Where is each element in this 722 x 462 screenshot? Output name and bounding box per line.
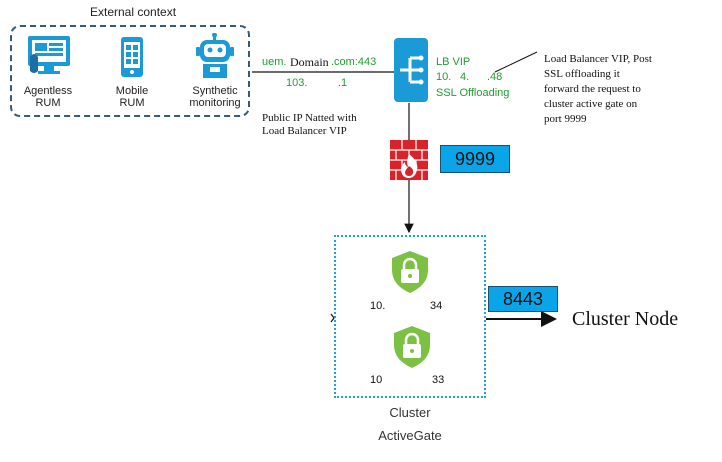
robot-icon [196, 33, 234, 78]
external-context-box [10, 25, 250, 117]
lb-ip-part2: 4. [460, 71, 470, 83]
lb-note: Load Balancer VIP, Post SSL offloading i… [544, 53, 652, 125]
public-ip-start: 103. [286, 77, 308, 89]
public-ip-note: Public IP Natted with Load Balancer VIP [262, 112, 357, 137]
domain-prefix: uem. [262, 56, 287, 68]
external-context-title: External context [90, 5, 177, 19]
lb-ip-part1: 10. [436, 71, 452, 83]
agentless-rum-label: Agentless RUM [23, 85, 73, 109]
lb-note-leader-line [494, 51, 538, 73]
lb-ip-part3: .48 [487, 71, 503, 83]
load-balancer-icon [394, 38, 428, 102]
security-shield-icon [394, 326, 430, 368]
security-shield-icon [392, 251, 428, 293]
activegate-2-ip-start: 10 [370, 374, 383, 386]
domain-name: Domain [290, 55, 329, 69]
agentless-rum-icon [28, 36, 70, 74]
cluster-node-label: Cluster Node [572, 308, 679, 330]
mobile-rum-label: Mobile RUM [115, 85, 149, 109]
firewall-port-badge: 9999 [440, 145, 510, 173]
cluster-caption-line2: ActiveGate [378, 428, 442, 443]
cluster-activegate-box [334, 235, 486, 398]
public-ip-end: .1 [338, 77, 348, 89]
mobile-phone-icon [121, 37, 143, 77]
domain-port: .com:443 [331, 56, 377, 68]
activegate-2-ip-end: 33 [432, 374, 445, 386]
lb-ssl-offloading: SSL Offloading [436, 87, 510, 99]
activegate-1-ip-start: 10. [370, 300, 386, 312]
cluster-caption-line1: Cluster [389, 405, 431, 420]
lb-vip-label: LB VIP [436, 56, 471, 68]
activegate-1-ip-end: 34 [430, 300, 443, 312]
synthetic-monitoring-label: Synthetic monitoring [189, 85, 241, 109]
firewall-icon [390, 140, 428, 180]
cluster-port-badge: 8443 [488, 286, 558, 312]
